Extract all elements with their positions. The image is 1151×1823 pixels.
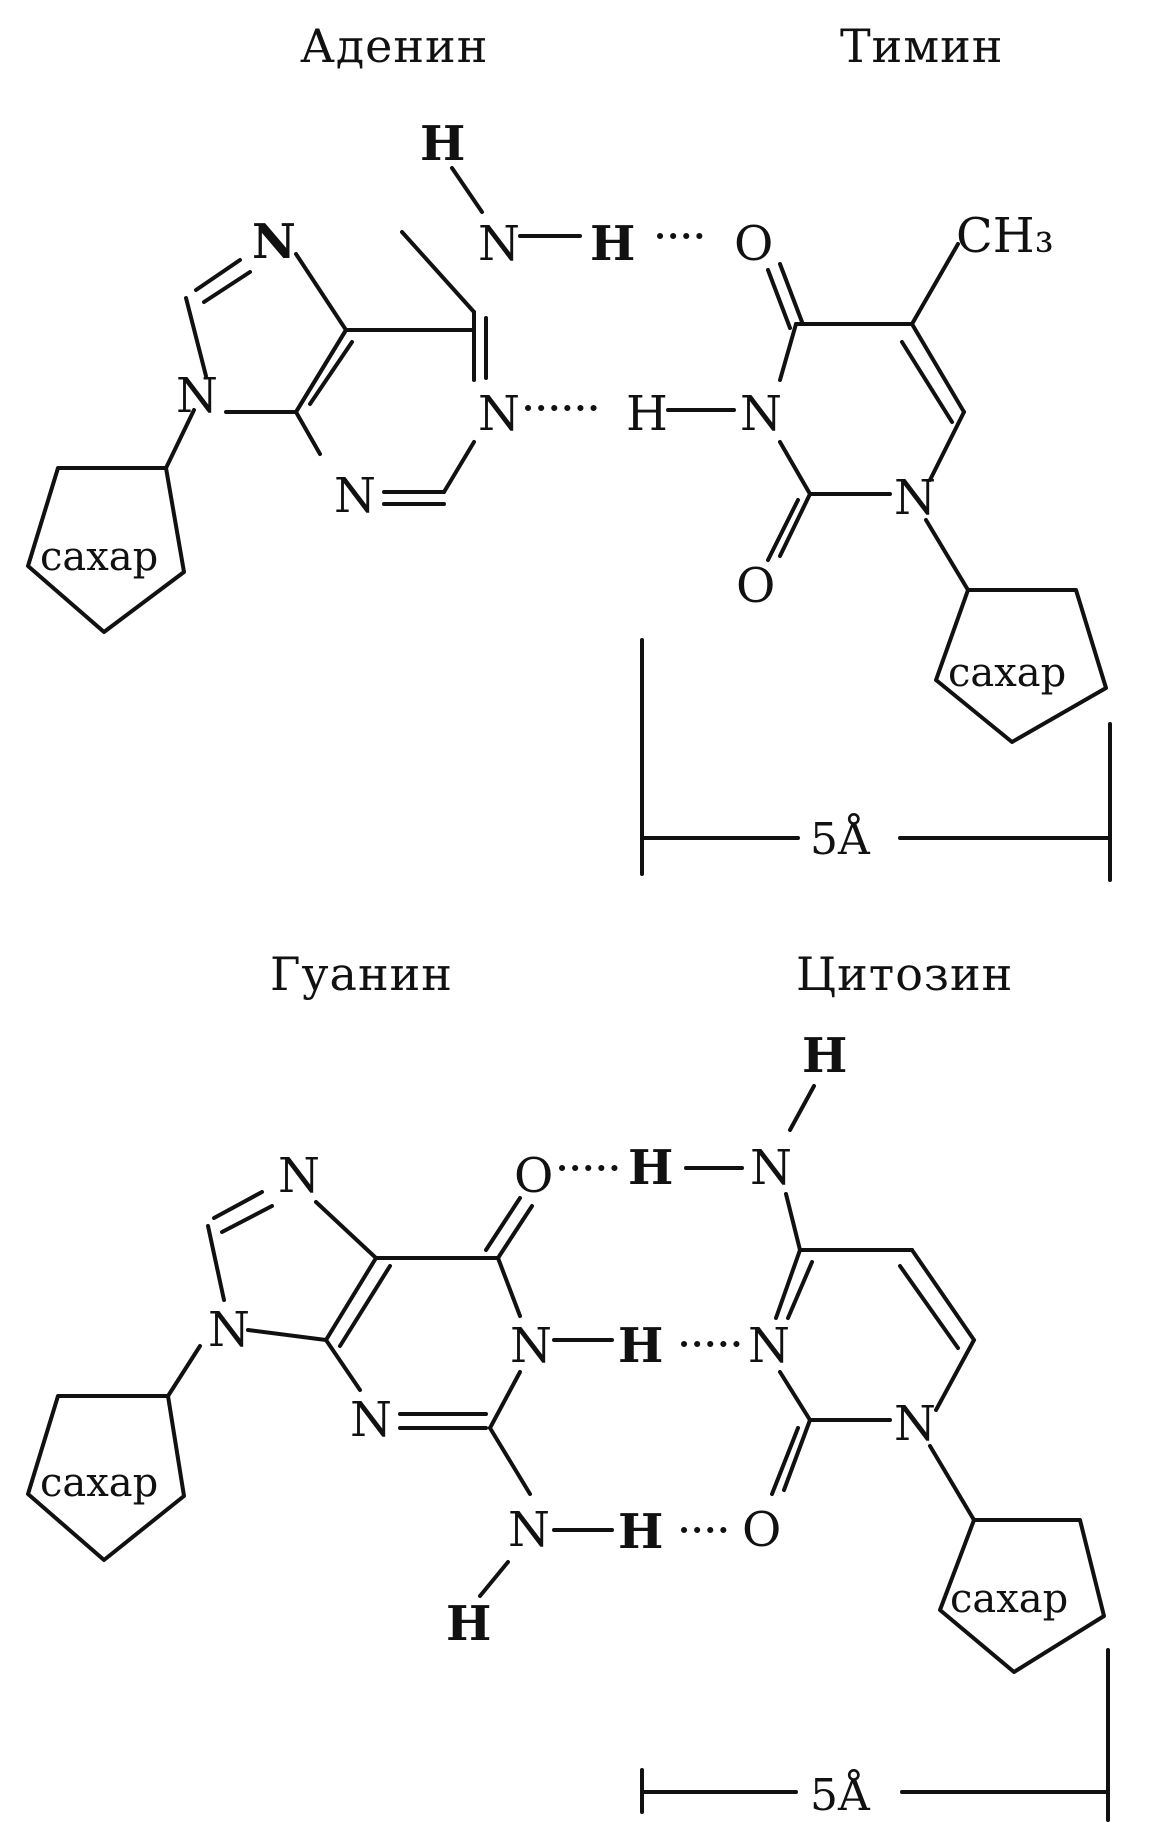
adenine-n7: N (252, 214, 296, 270)
guanine-n1: N (510, 1318, 552, 1374)
cytosine-title: Цитозин (796, 947, 1013, 1001)
cytosine-n3: N (748, 1318, 790, 1374)
cytosine-structure: H N N N O (742, 1028, 976, 1558)
guanine-n9: N (208, 1302, 250, 1358)
pair-guanine-cytosine: Гуанин Цитозин N N O N N N (26, 947, 1110, 1822)
distance-label-2: 5Å (810, 1768, 871, 1821)
thymine-structure: O CH₃ H N N O (626, 208, 1054, 614)
cytosine-o2: O (742, 1502, 781, 1558)
guanine-amino-h: H (618, 1504, 663, 1560)
adenine-amino-h: H (590, 216, 635, 272)
guanine-o6: O (514, 1148, 553, 1204)
adenine-sugar: сахар (26, 466, 186, 634)
guanine-title: Гуанин (270, 947, 453, 1001)
guanine-h1: H (618, 1318, 663, 1374)
thymine-sugar: сахар (934, 588, 1108, 744)
guanine-sugar: сахар (26, 1394, 186, 1562)
dimension-2: 5Å (640, 1648, 1110, 1822)
guanine-n7: N (278, 1148, 320, 1204)
thymine-n3: N (740, 386, 782, 442)
adenine-amino-h-top: H (420, 116, 465, 172)
thymine-sugar-label: сахар (948, 650, 1066, 696)
adenine-title: Аденин (300, 19, 488, 73)
guanine-structure: N N O N N N H (166, 1148, 553, 1652)
thymine-ch3: CH₃ (956, 208, 1054, 264)
thymine-o4: O (734, 216, 773, 272)
guanine-n3: N (350, 1392, 392, 1448)
cytosine-n1: N (894, 1396, 936, 1452)
dimension-1: 5Å (640, 638, 1112, 882)
thymine-o2: O (736, 558, 775, 614)
guanine-amino-n: N (508, 1502, 550, 1558)
cytosine-sugar-label: сахар (950, 1576, 1068, 1622)
adenine-sugar-label: сахар (40, 534, 158, 580)
guanine-amino-h-bottom: H (446, 1596, 491, 1652)
adenine-amino-n: N (478, 216, 520, 272)
cytosine-amino-h-top: H (802, 1028, 847, 1084)
adenine-n3: N (334, 468, 376, 524)
guanine-sugar-label: сахар (40, 1460, 158, 1506)
thymine-n1: N (894, 470, 936, 526)
cytosine-sugar: сахар (938, 1518, 1106, 1674)
adenine-n9: N (176, 368, 218, 424)
cytosine-amino-n: N (750, 1140, 792, 1196)
pair-adenine-thymine: Аденин Тимин N N N N N H (26, 19, 1112, 882)
distance-label-1: 5Å (810, 812, 871, 865)
adenine-structure (164, 230, 488, 506)
thymine-h3: H (626, 386, 668, 442)
thymine-title: Тимин (840, 19, 1003, 73)
adenine-n1: N (478, 386, 520, 442)
cytosine-amino-h: H (628, 1140, 673, 1196)
